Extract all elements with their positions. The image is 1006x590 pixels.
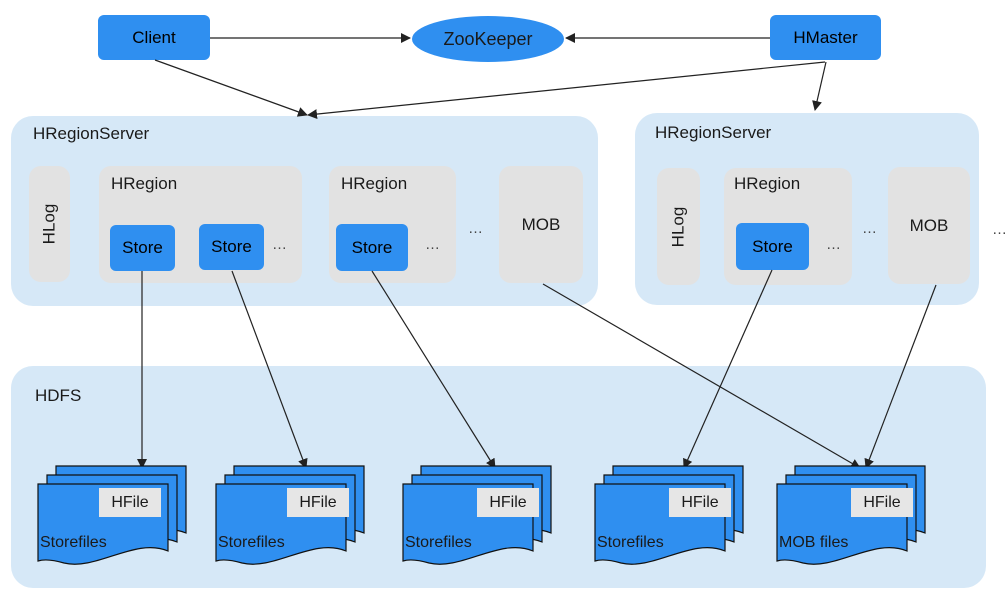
hfile-label-2: HFile: [287, 488, 349, 517]
store-right: Store: [736, 223, 809, 270]
region-left-2-ellipsis: …: [425, 236, 440, 253]
hdfs-title: HDFS: [35, 386, 82, 405]
arrow-mobright-mobfiles: [864, 284, 937, 469]
storefiles-label-4: Storefiles: [597, 534, 664, 551]
arrow-hmaster-server-left: [307, 61, 826, 120]
region-right-ellipsis: …: [826, 236, 841, 253]
mob-left: MOB: [499, 166, 583, 283]
hlog-left: HLog: [29, 166, 70, 282]
store-left-1a: Store: [110, 225, 175, 271]
arrow-store1b-files: [231, 270, 308, 469]
zookeeper-node: ZooKeeper: [412, 16, 564, 62]
hregion-right-title: HRegion: [734, 174, 801, 193]
mob-left-label: MOB: [521, 214, 561, 234]
arrow-store2-files: [371, 270, 496, 469]
store-left-1b: Store: [199, 224, 264, 270]
arrow-hmaster-server-right: [812, 61, 827, 111]
region-left-1-ellipsis: …: [272, 236, 287, 253]
hmaster-node: HMaster: [770, 15, 881, 60]
client-node: Client: [98, 15, 210, 60]
hregionserver-left-title: HRegionServer: [33, 124, 150, 143]
mob-right: MOB: [888, 167, 970, 284]
hfile-label-1: HFile: [99, 488, 161, 517]
server-right-ellipsis: …: [862, 220, 877, 237]
hregion-left-2-title: HRegion: [341, 174, 408, 193]
mobfiles-label: MOB files: [779, 534, 849, 551]
hfile-label-4: HFile: [669, 488, 731, 517]
mob-right-label: MOB: [909, 215, 949, 235]
hregionserver-right-title: HRegionServer: [655, 123, 772, 142]
hfile-label-3: HFile: [477, 488, 539, 517]
hfile-label-5: HFile: [851, 488, 913, 517]
store-left-2: Store: [336, 224, 408, 271]
server-left-ellipsis: …: [468, 220, 483, 237]
arrow-mobleft-mobfiles: [542, 283, 861, 469]
overflow-ellipsis: …: [992, 221, 1006, 238]
hlog-right: HLog: [657, 168, 700, 285]
storefiles-label-2: Storefiles: [218, 534, 285, 551]
arrow-client-server: [154, 59, 308, 117]
storefiles-label-3: Storefiles: [405, 534, 472, 551]
arrow-storeright-files: [683, 269, 773, 469]
storefiles-label-1: Storefiles: [40, 534, 107, 551]
hregion-left-1-title: HRegion: [111, 174, 178, 193]
